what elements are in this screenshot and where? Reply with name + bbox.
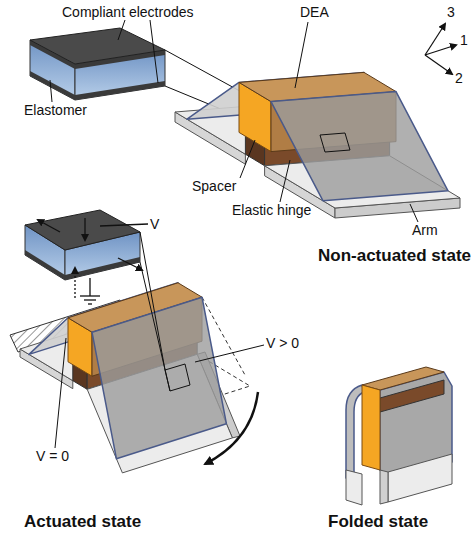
non-actuated-device [175, 72, 460, 218]
actuated-device [10, 283, 250, 473]
part-label: Compliant electrodes [62, 4, 194, 20]
part-label: Arm [412, 222, 438, 238]
part-label: Elastomer [24, 102, 87, 118]
state-caption: Non-actuated state [318, 246, 471, 266]
leader-lines [240, 22, 418, 222]
rotation-arrow [205, 392, 258, 464]
leader-lines [55, 232, 264, 448]
axis-label: 2 [455, 70, 463, 86]
part-label: DEA [300, 4, 329, 20]
axis-label: 3 [447, 4, 455, 20]
state-caption: Folded state [328, 512, 428, 532]
coordinate-axes [425, 24, 456, 74]
signal-label: V = 0 [36, 448, 69, 464]
signal-label: V > 0 [266, 335, 299, 351]
folded-device [346, 367, 452, 505]
state-caption: Actuated state [24, 512, 141, 532]
axis-label: 1 [460, 32, 468, 48]
part-label: Elastic hinge [232, 202, 311, 218]
signal-label: V [150, 216, 159, 232]
part-label: Spacer [192, 178, 236, 194]
voltage-inset [25, 210, 148, 304]
material-inset [30, 28, 165, 100]
